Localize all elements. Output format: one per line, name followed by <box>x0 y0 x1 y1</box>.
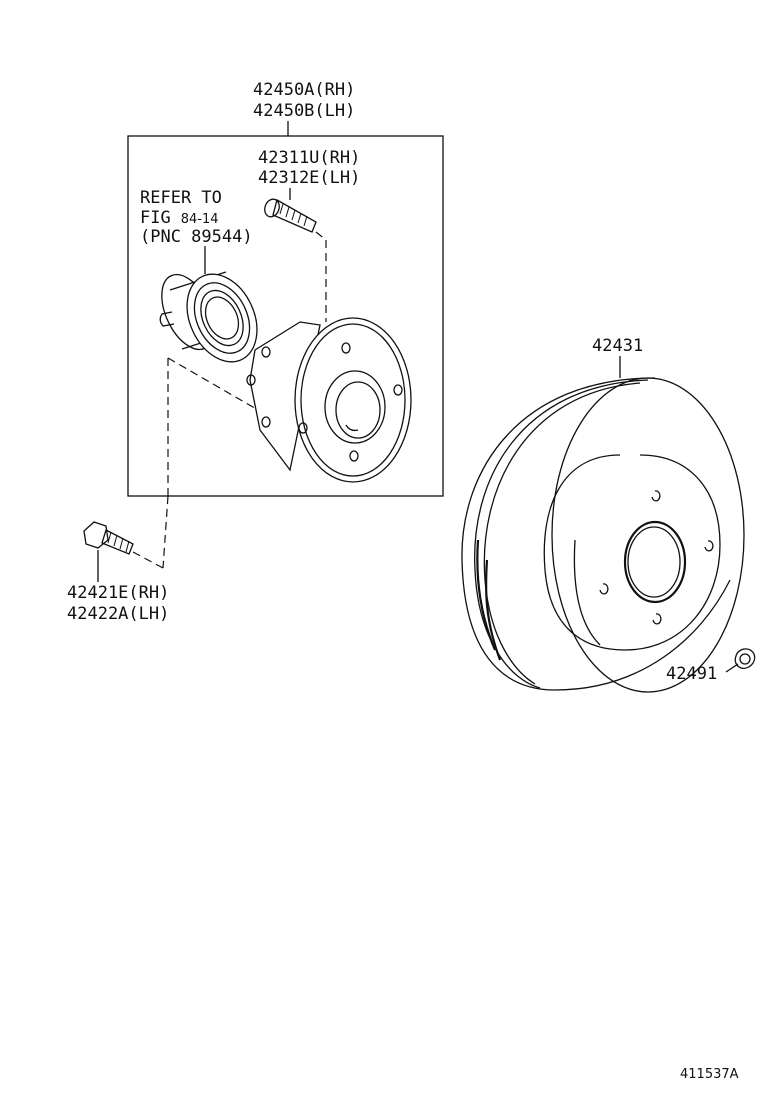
brake-disc-callout: 42431 <box>592 336 643 378</box>
mount-bolt-drawing <box>83 521 134 555</box>
figure-id: 411537A <box>680 1067 739 1082</box>
refer-note: REFER TO FIG 84-14 (PNC 89544) <box>140 188 253 274</box>
mount-bolt-label-rh: 42421E(RH) <box>67 583 169 603</box>
refer-note-line3: (PNC 89544) <box>140 227 253 247</box>
assembly-guide-lines <box>132 357 259 569</box>
small-part-leader <box>725 663 739 673</box>
small-part-drawing <box>734 648 756 669</box>
small-part-label: 42491 <box>666 664 717 684</box>
hub-bolt-label-rh: 42311U(RH) <box>258 148 360 168</box>
hub-bolt-callout: 42311U(RH) 42312E(LH) <box>258 148 360 200</box>
refer-note-line1: REFER TO <box>140 188 222 208</box>
refer-note-fig: FIG <box>140 208 171 228</box>
assembly-box <box>127 135 444 497</box>
bearing-drawing <box>159 271 258 363</box>
brake-disc-label: 42431 <box>592 336 643 356</box>
small-part-callout: 42491 <box>666 663 739 684</box>
mount-bolt-callout: 42421E(RH) 42422A(LH) <box>67 550 169 624</box>
brake-disc-drawing <box>461 377 745 693</box>
mount-bolt-label-lh: 42422A(LH) <box>67 604 169 624</box>
hub-bolt-label-lh: 42312E(LH) <box>258 168 360 188</box>
hub-bolt-drawing <box>264 198 327 322</box>
refer-note-fig-ref: 84-14 <box>181 212 219 227</box>
hub-assembly-label-lh: 42450B(LH) <box>253 101 355 121</box>
hub-assembly-label-rh: 42450A(RH) <box>253 80 355 100</box>
hub-flange-drawing <box>246 317 412 483</box>
refer-note-line2: FIG 84-14 <box>140 208 219 228</box>
hub-assembly-callout: 42450A(RH) 42450B(LH) <box>253 80 355 136</box>
